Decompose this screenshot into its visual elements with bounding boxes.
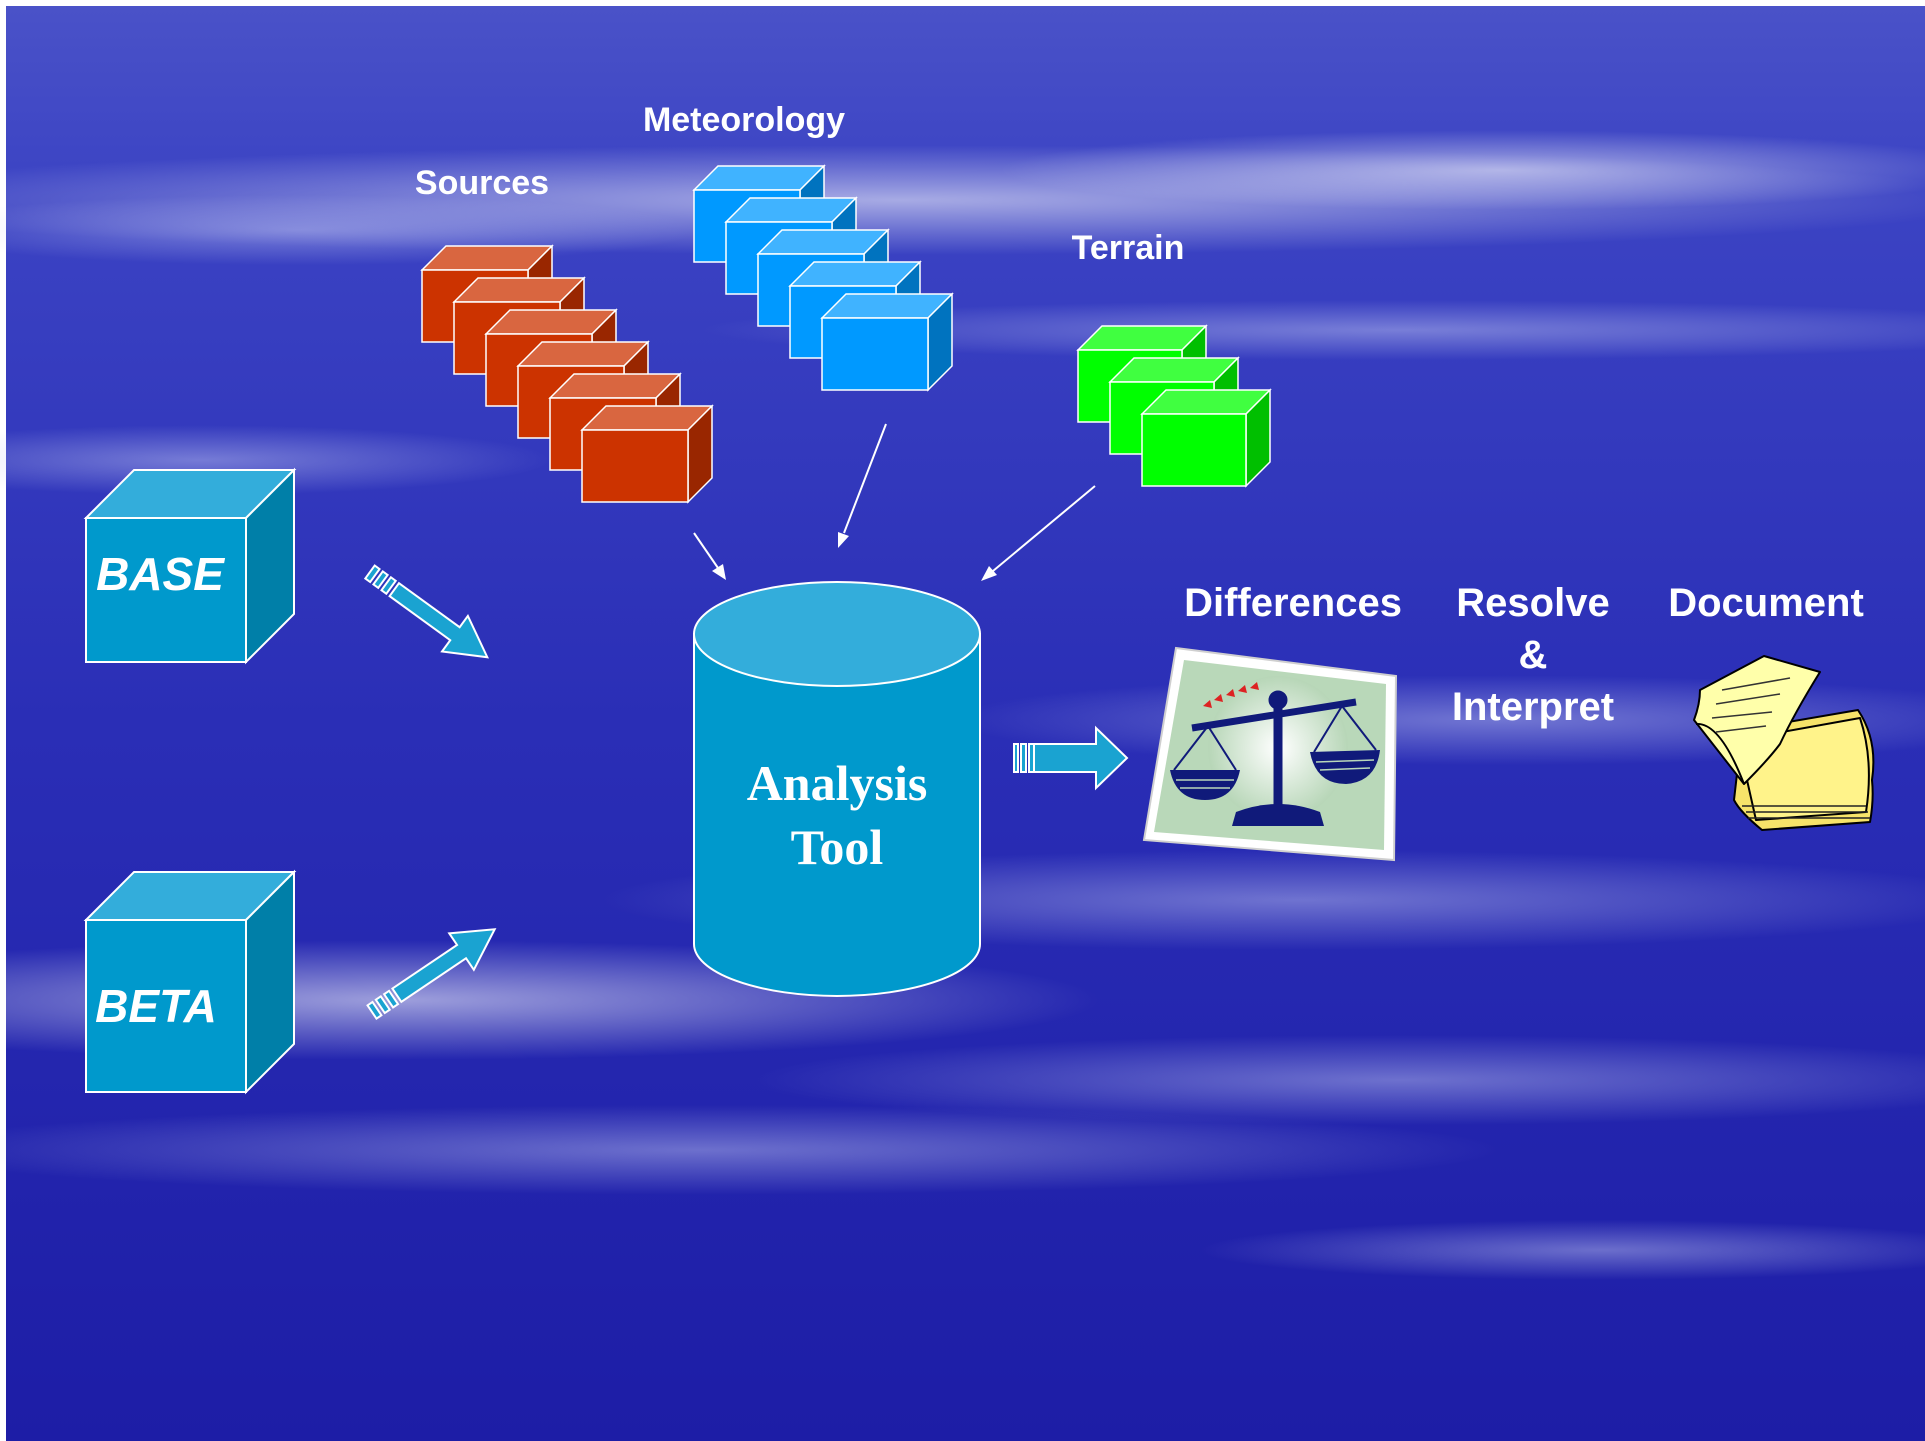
sources-cube xyxy=(580,404,714,504)
ampersand-label: & xyxy=(1519,633,1548,677)
meteorology-stack xyxy=(692,164,954,392)
terrain-cube xyxy=(1140,388,1272,488)
analysis-tool-cylinder: Analysis Tool xyxy=(693,581,981,997)
base-to-tool-arrow xyxy=(363,564,489,659)
meteorology-cube xyxy=(820,292,954,392)
document-label: Document xyxy=(1668,581,1864,625)
tool-to-differences-arrow xyxy=(1013,725,1129,791)
analysis-tool-line2: Tool xyxy=(791,819,884,875)
beta-to-tool-arrow xyxy=(366,928,497,1021)
meteorology-feed-arrow xyxy=(838,423,887,548)
feed-arrows xyxy=(693,423,1096,581)
beta-cube: BETA xyxy=(83,869,297,1095)
sources-stack xyxy=(420,244,714,504)
sources-feed-arrow xyxy=(693,532,726,580)
terrain-label: Terrain xyxy=(1072,229,1185,267)
terrain-feed-arrow xyxy=(981,485,1096,581)
differences-label: Differences xyxy=(1184,581,1402,625)
terrain-stack xyxy=(1076,324,1272,488)
analysis-tool-line1: Analysis xyxy=(747,755,928,811)
meteorology-label: Meteorology xyxy=(643,101,845,139)
resolve-label: Resolve xyxy=(1456,581,1609,625)
sources-label: Sources xyxy=(415,164,549,202)
beta-label: BETA xyxy=(95,980,217,1032)
paper-stack-icon xyxy=(1693,655,1875,831)
base-cube: BASE xyxy=(83,467,297,665)
base-label: BASE xyxy=(96,548,225,600)
balance-scale-icon xyxy=(1142,646,1398,862)
interpret-label: Interpret xyxy=(1452,685,1614,729)
